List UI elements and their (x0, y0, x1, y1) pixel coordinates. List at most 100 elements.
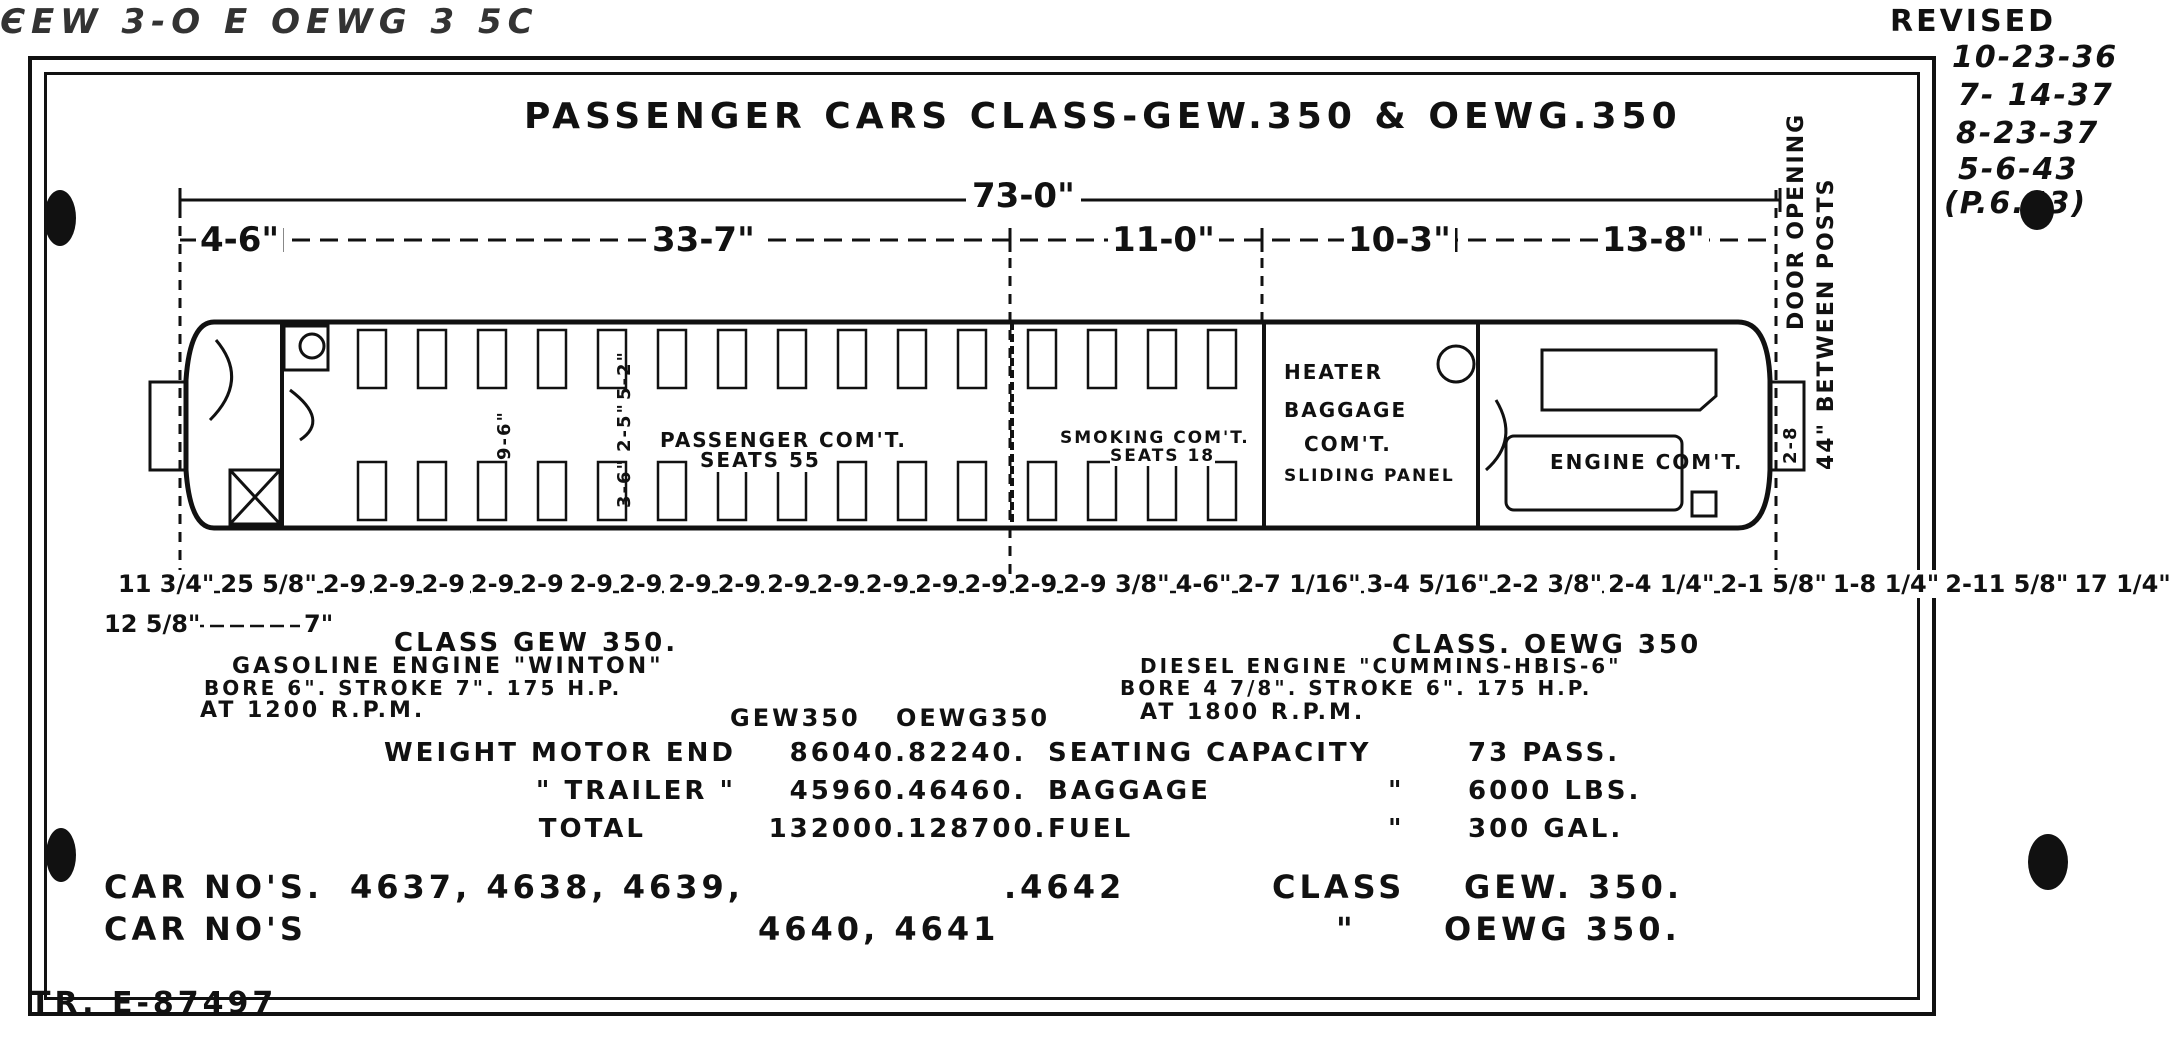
weights-ditto: " (1388, 776, 1405, 806)
end-platform (148, 380, 188, 472)
weights-item: BAGGAGE (1048, 776, 1211, 806)
baggage-comt-label: COM'T. (1304, 432, 1392, 456)
posts-note: 44" BETWEEN POSTS (1814, 177, 1839, 470)
punch-hole-mark (2020, 190, 2054, 230)
class-gew-engine: GASOLINE ENGINE "WINTON" (232, 654, 664, 679)
smoking-seats-label: SEATS 18 (1110, 446, 1216, 466)
bottom-dim: 2-9 (816, 570, 860, 598)
bottom-dim: 2-9 3/8" (1063, 570, 1170, 598)
car-nos-label: CAR NO'S (104, 910, 307, 948)
class-oewg-heading: CLASS. OEWG 350 (1392, 630, 1702, 660)
bottom-dimension-chain: 11 3/4" 25 5/8" 2-9 2-9 2-9 2-9 2-9 2-9 … (118, 570, 2171, 598)
car-nos-class-label: " (1336, 910, 1357, 948)
car-nos-class: GEW. 350. (1464, 868, 1684, 906)
tracing-number: TR. E-87497 (30, 986, 278, 1021)
car-nos-class-label: CLASS (1272, 868, 1406, 906)
header-scrawl: ЄEW 3-O E OEWG 3 5C (0, 2, 539, 42)
sliding-panel-label: SLIDING PANEL (1284, 466, 1455, 486)
bottom-dim: 2-7 1/16" (1237, 570, 1361, 598)
drawing-frame (28, 56, 1936, 1016)
bottom-dim: 2-9 (767, 570, 811, 598)
revised-date: (P.6.43) (1944, 186, 2088, 221)
bottom-dim: 2-9 (717, 570, 762, 598)
weights-item: FUEL (1048, 814, 1134, 844)
revised-block: REVISED 10-23-36 7- 14-37 8-23-37 5-6-43… (1888, 4, 2124, 221)
weights-label: TOTAL (538, 814, 646, 844)
engine-compartment-label: ENGINE COM'T. (1550, 450, 1744, 474)
weights-row: TOTAL 132000. 128700. FUEL " 300 GAL. (266, 810, 1688, 848)
punch-hole-mark (44, 190, 76, 246)
weights-row: WEIGHT MOTOR END 86040. 82240. SEATING C… (266, 734, 1688, 772)
drawing-title: PASSENGER CARS CLASS-GEW.350 & OEWG.350 (524, 96, 1682, 137)
bottom-dim: 2-9 (865, 570, 910, 598)
bottom-dim: 25 5/8" (220, 570, 317, 598)
drawing-border (44, 72, 1920, 1000)
weights-oewg: 128700. (908, 814, 1048, 844)
car-body-outline (183, 319, 1773, 531)
weights-oewg: 46460. (908, 776, 1027, 806)
class-oewg-engine: DIESEL ENGINE "CUMMINS-HBIS-6" (1140, 654, 1622, 678)
weights-gew: 86040. (789, 738, 908, 768)
bottom-dim: 2-9 (569, 570, 613, 598)
bottom-dim: 4-6" (1175, 570, 1232, 598)
bottom-dim: 2-2 3/8" (1495, 570, 1603, 598)
weights-gew: 132000. (768, 814, 908, 844)
section-length: 4-6" (196, 220, 284, 260)
seat-dim: 2-5" (614, 402, 635, 452)
class-oewg-rpm: AT 1800 R.P.M. (1140, 700, 1366, 725)
revised-date: 10-23-36 (1952, 40, 2119, 75)
section-length: 33-7" (648, 220, 759, 260)
bottom-dim: 3-4 5/16" (1366, 570, 1490, 598)
heater-label: HEATER (1284, 360, 1384, 384)
car-nos-row: CAR NO'S 4640, 4641 " OEWG 350. (104, 910, 1744, 950)
class-oewg-bore: BORE 4 7/8". STROKE 6". 175 H.P. (1120, 676, 1593, 700)
bottom-dim: 2-9 (915, 570, 959, 598)
weights-table: WEIGHT MOTOR END 86040. 82240. SEATING C… (266, 734, 1688, 848)
punch-hole-mark (2028, 834, 2068, 890)
bottom-dim: 2-11 5/8" (1945, 570, 2069, 598)
car-nos-numbers: 4637, 4638, 4639, (350, 868, 744, 906)
passenger-seats-label: SEATS 55 (700, 448, 821, 472)
bottom-dim: 2-9 (520, 570, 564, 598)
class-gew-bore: BORE 6". STROKE 7". 175 H.P. (204, 676, 623, 700)
bottom-dim: 17 1/4" (2074, 570, 2171, 598)
weights-row: " TRAILER " 45960. 46460. BAGGAGE " 6000… (266, 772, 1688, 810)
smoking-compartment-label: SMOKING COM'T. (1060, 428, 1250, 448)
weights-oewg: 82240. (908, 738, 1027, 768)
engine-outline (1540, 348, 1718, 412)
bottom-dim: 2-9 (372, 570, 416, 598)
revised-date: 7- 14-37 (1958, 78, 2114, 113)
punch-hole-mark (46, 828, 76, 882)
car-nos-row: CAR NO'S. 4637, 4638, 4639, .4642 CLASS … (104, 868, 1744, 908)
col-head-gew: GEW350 (730, 704, 861, 732)
section-length: 10-3" (1344, 220, 1455, 260)
door-dim: 2-8 (1780, 425, 1801, 464)
weights-label: WEIGHT MOTOR END (384, 738, 736, 768)
weights-gew: 45960. (789, 776, 908, 806)
car-nos-class: OEWG 350. (1444, 910, 1681, 948)
car-nos-extra: 4640, 4641 (758, 910, 1000, 948)
bottom-dim: 2-1 5/8" (1720, 570, 1827, 598)
revised-label: REVISED (1890, 4, 2056, 39)
baggage-label: BAGGAGE (1284, 398, 1408, 422)
weights-value: 300 GAL. (1468, 814, 1624, 844)
seat-dim: 3-6" (614, 458, 635, 508)
end-platform (1768, 380, 1806, 472)
bottom-dim: 1-8 1/4" (1832, 570, 1940, 598)
car-nos-extra: .4642 (1004, 868, 1126, 906)
bottom-dim: 7" (304, 610, 334, 638)
bottom-dim: 2-9 (322, 570, 367, 598)
overall-length: 73-0" (966, 176, 1081, 216)
bottom-dim: 11 3/4" (118, 570, 215, 598)
bottom-dim: 2-9 (470, 570, 515, 598)
section-length: 11-0" (1108, 220, 1219, 260)
section-length: 13-8" (1598, 220, 1709, 260)
door-opening-note: DOOR OPENING (1784, 112, 1809, 330)
seat-dim: 9-6" (494, 410, 515, 460)
bottom-dim: 12 5/8" (104, 610, 201, 638)
weights-value: 6000 LBS. (1468, 776, 1642, 806)
seat-dim: 5-2" (614, 350, 635, 400)
car-nos-label: CAR NO'S. (104, 868, 324, 906)
revised-date: 5-6-43 (1958, 152, 2079, 187)
weights-ditto: " (1388, 814, 1405, 844)
